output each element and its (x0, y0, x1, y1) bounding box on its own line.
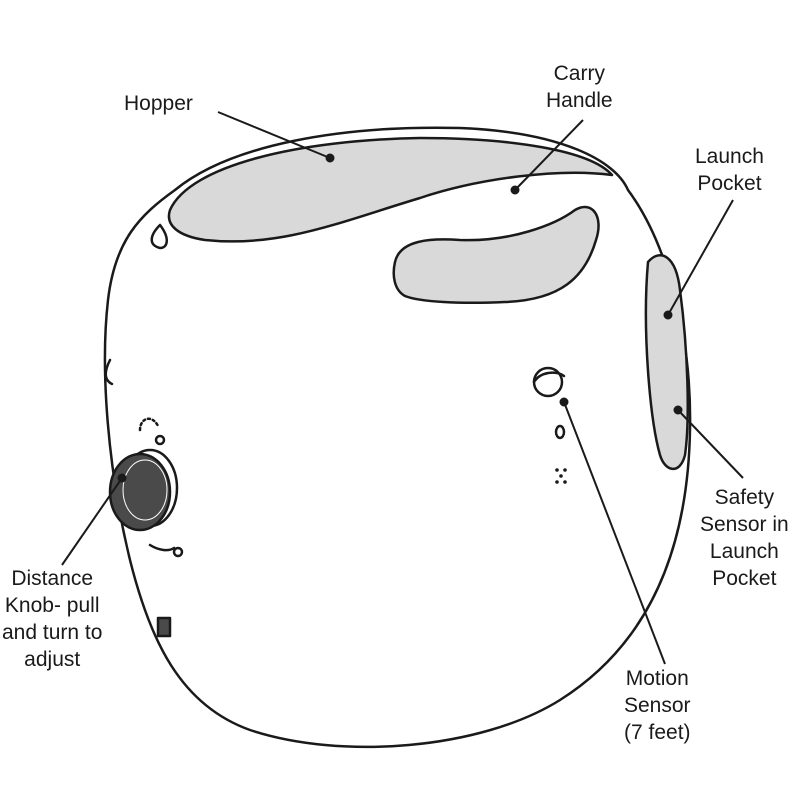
dial-mark-top (154, 434, 166, 446)
motion-sensor-label-line: Motion (625, 667, 689, 690)
hopper-leader-dot (325, 153, 335, 163)
speaker-holes (555, 468, 567, 484)
dial-arrow-top (138, 417, 160, 432)
launch-pocket-label-line: Launch (695, 145, 764, 168)
launch-pocket-label: Launch Pocket (695, 143, 764, 197)
carry-handle-leader (514, 119, 584, 191)
motion-sensor-label-line: (7 feet) (624, 721, 691, 744)
carry-handle-leader-dot (510, 185, 520, 195)
body-seam (104, 358, 114, 386)
carry-handle-cutout (392, 205, 600, 304)
hopper-opening (167, 136, 614, 243)
distance-knob-leader-dot (117, 473, 127, 483)
dial-arrow-bottom (148, 543, 176, 552)
launch-pocket-opening (644, 254, 689, 471)
safety-sensor-label-line: Safety (714, 486, 775, 509)
motion-sensor-label-line: Sensor (624, 694, 691, 717)
distance-knob-label-line: Distance (11, 567, 94, 590)
safety-sensor-label: Safety Sensor in Launch Pocket (700, 484, 789, 592)
carry-handle-label: Carry Handle (546, 60, 613, 114)
motion-sensor-leader (563, 401, 666, 665)
indicator-light (554, 424, 566, 440)
distance-knob-label-line: adjust (24, 648, 81, 671)
distance-knob-label-line: Knob- pull (4, 594, 100, 617)
safety-sensor-leader-dot (673, 405, 683, 415)
safety-sensor-label-line: Sensor in (700, 513, 789, 536)
safety-sensor-label-line: Launch (709, 540, 779, 563)
hopper-label: Hopper (124, 90, 193, 117)
distance-knob-label-line: and turn to (2, 621, 103, 644)
launch-pocket-leader-dot (663, 310, 673, 320)
launch-pocket-leader (667, 199, 734, 316)
dial-mark-bottom (172, 546, 184, 558)
base-tab (156, 616, 172, 638)
distance-knob-leader (61, 477, 123, 566)
launch-pocket-label-line: Pocket (697, 172, 762, 195)
body-notch (150, 223, 168, 250)
distance-knob-label: Distance Knob- pull and turn to adjust (2, 565, 102, 673)
motion-sensor-leader-dot (559, 397, 569, 407)
hopper-leader (217, 111, 331, 159)
safety-sensor-label-line: Pocket (712, 567, 777, 590)
motion-sensor-lens (532, 371, 566, 384)
hopper-label-line: Hopper (124, 92, 193, 115)
carry-handle-label-line: Carry (553, 62, 605, 85)
safety-sensor-leader (677, 409, 744, 479)
distance-knob-face (122, 459, 168, 521)
carry-handle-label-line: Handle (546, 89, 613, 112)
motion-sensor-label: Motion Sensor (7 feet) (624, 665, 691, 746)
